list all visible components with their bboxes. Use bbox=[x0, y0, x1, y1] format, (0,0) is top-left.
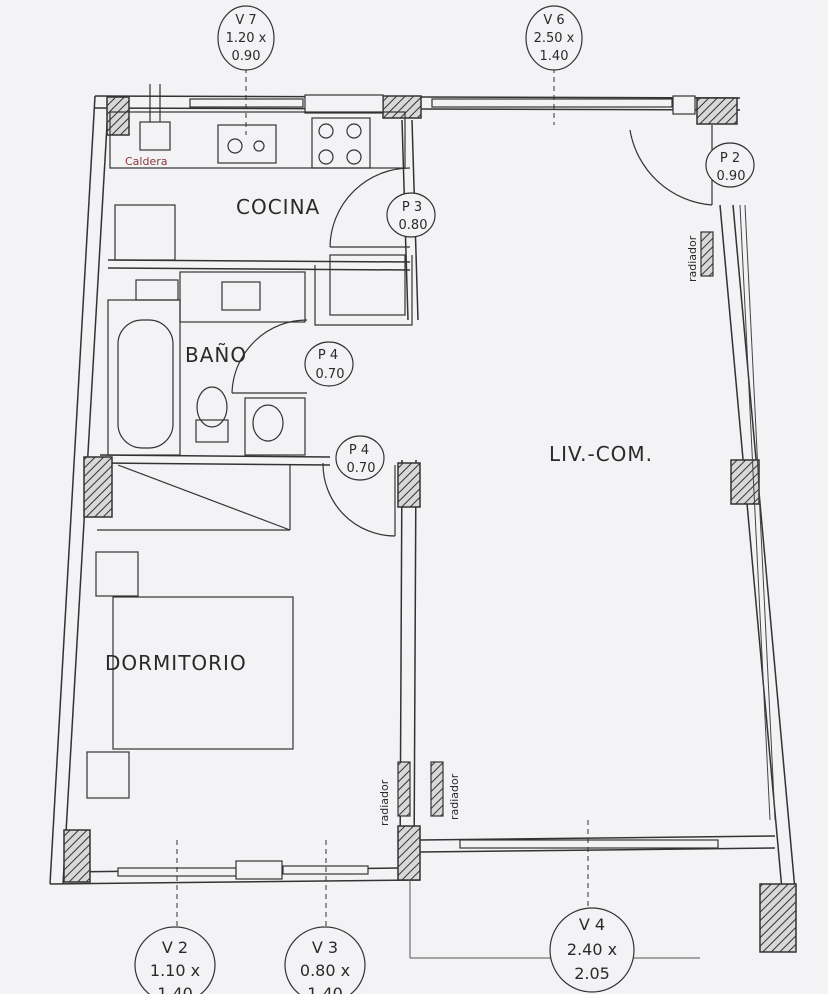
radiator-label-living: radiador bbox=[448, 773, 461, 820]
svg-text:1.20 x: 1.20 x bbox=[226, 31, 267, 46]
svg-text:0.70: 0.70 bbox=[347, 461, 376, 476]
door-tag-p4-bath: P 4 0.70 bbox=[304, 341, 354, 387]
room-label-bedroom: DORMITORIO bbox=[105, 651, 247, 675]
room-label-bathroom: BAÑO bbox=[185, 343, 247, 367]
window-tag-v4: V 4 2.40 x 2.05 bbox=[549, 907, 635, 993]
svg-text:V 2: V 2 bbox=[162, 938, 188, 957]
radiator-label-right: radiador bbox=[686, 235, 699, 282]
right-facade-glazing bbox=[739, 204, 776, 821]
svg-text:0.90: 0.90 bbox=[717, 169, 746, 184]
door-tag-p4-bedroom: P 4 0.70 bbox=[335, 435, 385, 481]
svg-text:1.40: 1.40 bbox=[307, 984, 343, 994]
svg-text:P 2: P 2 bbox=[720, 151, 740, 166]
bedroom-furniture bbox=[86, 464, 294, 799]
svg-text:0.90: 0.90 bbox=[232, 49, 261, 64]
svg-text:0.80: 0.80 bbox=[399, 218, 428, 233]
window-axes bbox=[176, 68, 589, 930]
door-tag-p2: P 2 0.90 bbox=[705, 142, 755, 188]
window-tag-v2: V 2 1.10 x 1.40 bbox=[134, 926, 216, 994]
svg-text:2.40 x: 2.40 x bbox=[567, 940, 617, 959]
svg-text:2.05: 2.05 bbox=[574, 964, 610, 983]
svg-text:0.80 x: 0.80 x bbox=[300, 961, 350, 980]
svg-text:P 3: P 3 bbox=[402, 200, 422, 215]
svg-text:V 3: V 3 bbox=[312, 938, 338, 957]
room-label-kitchen: COCINA bbox=[236, 195, 320, 219]
radiator-label-bedroom: radiador bbox=[378, 779, 391, 826]
room-label-living: LIV.-COM. bbox=[549, 442, 653, 466]
svg-text:1.10 x: 1.10 x bbox=[150, 961, 200, 980]
svg-text:0.70: 0.70 bbox=[316, 367, 345, 382]
svg-text:P 4: P 4 bbox=[318, 348, 338, 363]
svg-text:P 4: P 4 bbox=[349, 443, 369, 458]
svg-text:1.40: 1.40 bbox=[540, 49, 569, 64]
svg-text:2.50 x: 2.50 x bbox=[534, 31, 575, 46]
door-tag-p3: P 3 0.80 bbox=[386, 192, 436, 238]
svg-text:1.40: 1.40 bbox=[157, 984, 193, 994]
kitchen-fixtures bbox=[109, 84, 413, 326]
boiler-label: Caldera bbox=[125, 155, 168, 168]
window-tag-v6: V 6 2.50 x 1.40 bbox=[525, 5, 583, 71]
bathroom-fixtures bbox=[107, 271, 306, 456]
svg-text:V 7: V 7 bbox=[235, 13, 256, 28]
window-tag-v3: V 3 0.80 x 1.40 bbox=[284, 926, 366, 994]
svg-text:V 6: V 6 bbox=[543, 13, 564, 28]
window-tag-v7: V 7 1.20 x 0.90 bbox=[217, 5, 275, 71]
radiators bbox=[397, 231, 714, 817]
svg-text:V 4: V 4 bbox=[579, 915, 605, 934]
door-swings bbox=[231, 125, 713, 537]
